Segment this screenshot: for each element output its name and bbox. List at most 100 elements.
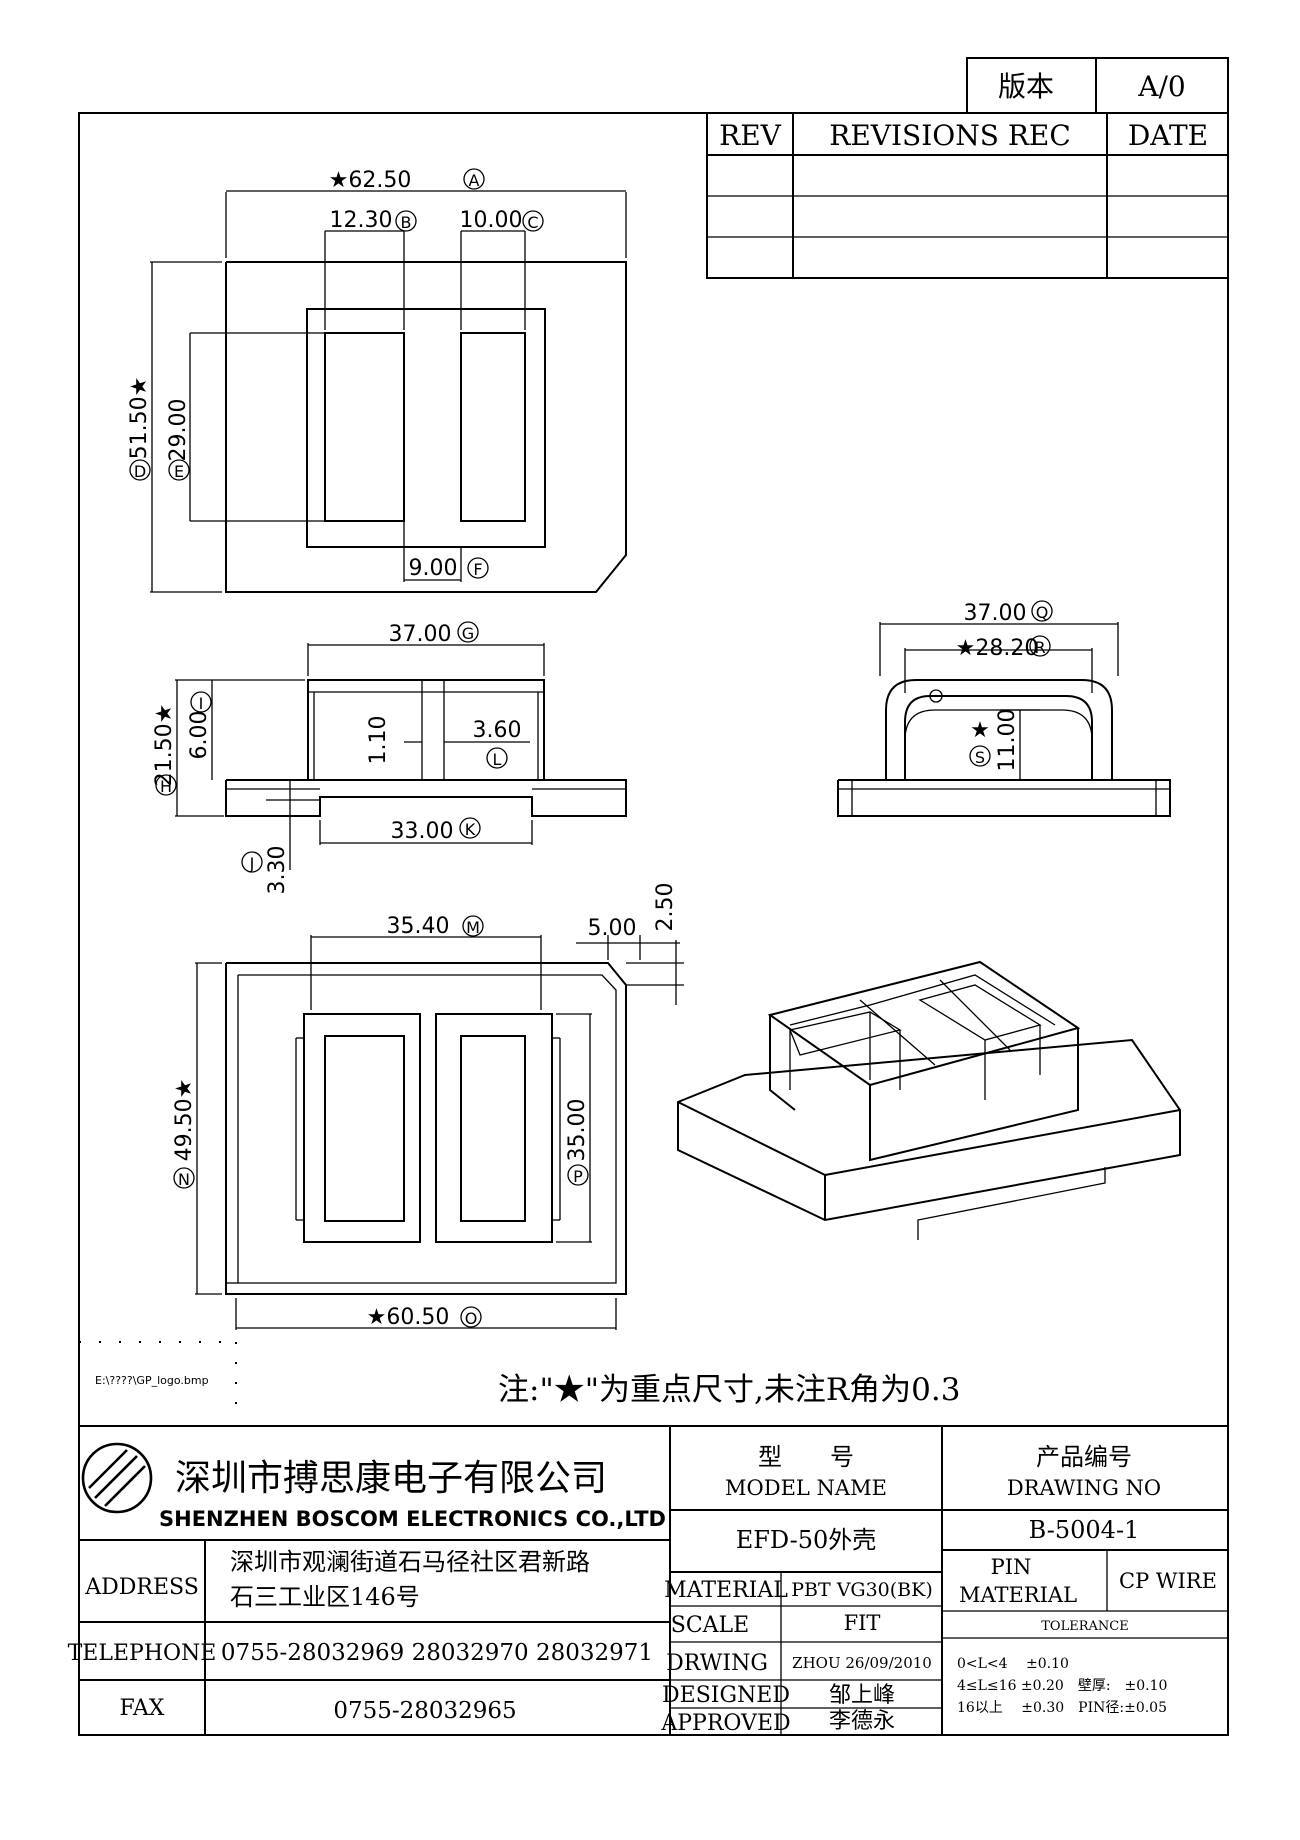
ref-a: A [463, 168, 485, 190]
telephone-label: TELEPHONE [68, 1641, 217, 1666]
approved-value: 李德永 [829, 1709, 895, 1734]
dim-s: 11.00 [995, 709, 1020, 772]
drwing-value: ZHOU 26/09/2010 [792, 1654, 932, 1672]
designed-value: 邹上峰 [829, 1683, 895, 1708]
tolerance-row-1: 0<L<4 ±0.10 [957, 1656, 1069, 1672]
ref-b: B [395, 210, 417, 232]
svg-text:E: E [174, 462, 184, 481]
ref-h: H [155, 774, 177, 796]
address-line2: 石三工业区146号 [230, 1583, 420, 1611]
ref-m: M [462, 915, 484, 937]
drawing-note: 注:"★"为重点尺寸,未注R角为0.3 [498, 1372, 960, 1408]
dim-h: 21.50★ [152, 704, 177, 787]
dim-m2: 5.00 [588, 916, 637, 941]
drawing-label-cn: 产品编号 [1036, 1443, 1132, 1471]
svg-text:N: N [178, 1170, 190, 1189]
pin-label-2: MATERIAL [959, 1583, 1077, 1607]
version-value: A/0 [1137, 70, 1185, 103]
ref-d: D [129, 459, 151, 481]
ref-j: J [241, 851, 263, 873]
ref-p: P [567, 1164, 589, 1186]
ref-f: F [467, 557, 489, 579]
dim-r: ★28.20 [956, 636, 1039, 661]
model-label-cn: 型 号 [758, 1443, 854, 1471]
svg-text:M: M [466, 918, 480, 937]
svg-text:A: A [469, 171, 480, 190]
date-header: DATE [1128, 119, 1208, 152]
ref-s: S [969, 745, 991, 767]
tolerance-header: TOLERANCE [1041, 1619, 1128, 1634]
rev-header: REV [719, 119, 782, 152]
revisions-table: REV REVISIONS REC DATE [706, 112, 1229, 279]
logo-path: E:\????\GP_logo.bmp [95, 1374, 209, 1387]
dim-q: 37.00 [964, 601, 1027, 626]
svg-text:O: O [465, 1309, 478, 1328]
version-label: 版本 [998, 70, 1054, 103]
dim-c: 10.00 [460, 208, 523, 233]
approved-label: APPROVED [660, 1711, 790, 1736]
dim-s-star: ★ [970, 718, 990, 743]
dimension-labels: ★62.50 12.30 10.00 51.50★ 29.00 9.00 37.… [127, 168, 1038, 1330]
dim-m: 35.40 [387, 914, 450, 939]
tolerance-row-3: 16以上 ±0.30 PIN径:±0.05 [957, 1700, 1167, 1716]
svg-text:D: D [134, 462, 146, 481]
dim-l: 3.60 [473, 718, 522, 743]
svg-text:L: L [493, 750, 502, 769]
dim-l-small: 1.10 [366, 716, 391, 765]
tolerance-row-2: 4≤L≤16 ±0.20 壁厚: ±0.10 [957, 1678, 1167, 1694]
svg-text:P: P [573, 1167, 583, 1186]
dim-o: ★60.50 [367, 1305, 450, 1330]
dim-g: 37.00 [389, 622, 452, 647]
dim-k: 33.00 [391, 819, 454, 844]
ref-n: N [173, 1167, 195, 1189]
svg-text:F: F [473, 560, 482, 579]
svg-text:B: B [401, 213, 412, 232]
dim-m3: 2.50 [653, 883, 678, 932]
dim-j: 3.30 [265, 846, 290, 895]
model-value: EFD-50外壳 [736, 1526, 877, 1554]
svg-text:S: S [975, 748, 985, 767]
svg-text:Q: Q [1036, 603, 1049, 622]
bottom-view [195, 935, 684, 1330]
dim-n: 49.50★ [172, 1079, 197, 1162]
svg-text:G: G [462, 624, 474, 643]
sheet-border [78, 112, 1229, 1736]
dim-d: 51.50★ [127, 377, 152, 460]
title-block [79, 1425, 1228, 1735]
ref-r: R [1029, 635, 1051, 657]
ref-i: I [190, 691, 212, 713]
drawing-label-en: DRAWING NO [1007, 1476, 1161, 1500]
telephone-value: 0755-28032969 28032970 28032971 [221, 1640, 653, 1666]
fax-label: FAX [120, 1696, 165, 1721]
front-elevation [175, 643, 627, 870]
scale-value: FIT [844, 1611, 881, 1635]
pin-label-1: PIN [991, 1555, 1032, 1579]
logo-placeholder: E:\????\GP_logo.bmp [79, 1341, 237, 1420]
designed-label: DESIGNED [662, 1683, 790, 1708]
material-value: PBT VG30(BK) [791, 1579, 933, 1601]
company-logo [81, 1442, 153, 1514]
svg-text:C: C [527, 213, 538, 232]
dim-a: ★62.50 [329, 168, 412, 193]
fax-value: 0755-28032965 [333, 1698, 516, 1724]
isometric-view [677, 960, 1181, 1240]
top-view [150, 190, 627, 593]
ref-q: Q [1031, 600, 1053, 622]
dim-e: 29.00 [166, 399, 191, 462]
side-view [837, 622, 1171, 817]
ref-k: K [459, 817, 481, 839]
dim-b: 12.30 [330, 208, 393, 233]
dim-p: 35.00 [565, 1099, 590, 1162]
svg-text:J: J [249, 854, 255, 873]
svg-text:I: I [199, 694, 204, 713]
pin-material-value: CP WIRE [1119, 1569, 1217, 1593]
model-label-en: MODEL NAME [725, 1476, 887, 1500]
ref-l: L [486, 747, 508, 769]
address-label: ADDRESS [84, 1575, 199, 1600]
dim-i: 6.00 [187, 711, 212, 760]
svg-text:R: R [1034, 638, 1045, 657]
drwing-label: DRWING [666, 1651, 768, 1676]
ref-g: G [457, 621, 479, 643]
dim-f: 9.00 [409, 556, 458, 581]
